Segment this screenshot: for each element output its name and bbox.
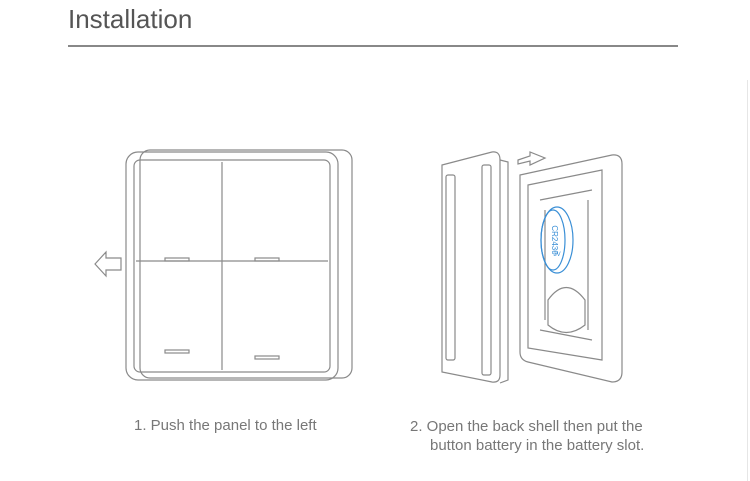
step2-caption-line1: 2. Open the back shell then put the xyxy=(410,418,643,435)
arrow-left-icon xyxy=(94,250,122,278)
title-divider xyxy=(68,45,678,47)
step2-caption-line2: button battery in the battery slot. xyxy=(430,437,645,454)
battery-voltage-label: 3V xyxy=(553,252,560,258)
step2-caption: 2. Open the back shell then put the butt… xyxy=(410,417,644,455)
page-title: Installation xyxy=(68,4,193,34)
battery-cr2430: CR2430 3V xyxy=(540,206,574,274)
step1-caption: 1. Push the panel to the left xyxy=(134,417,317,434)
battery-model-label: CR2430 xyxy=(550,225,559,255)
step1-switch-panel-illustration xyxy=(125,149,353,381)
page-edge-divider xyxy=(747,80,748,481)
step2-back-shell-illustration xyxy=(441,151,623,384)
